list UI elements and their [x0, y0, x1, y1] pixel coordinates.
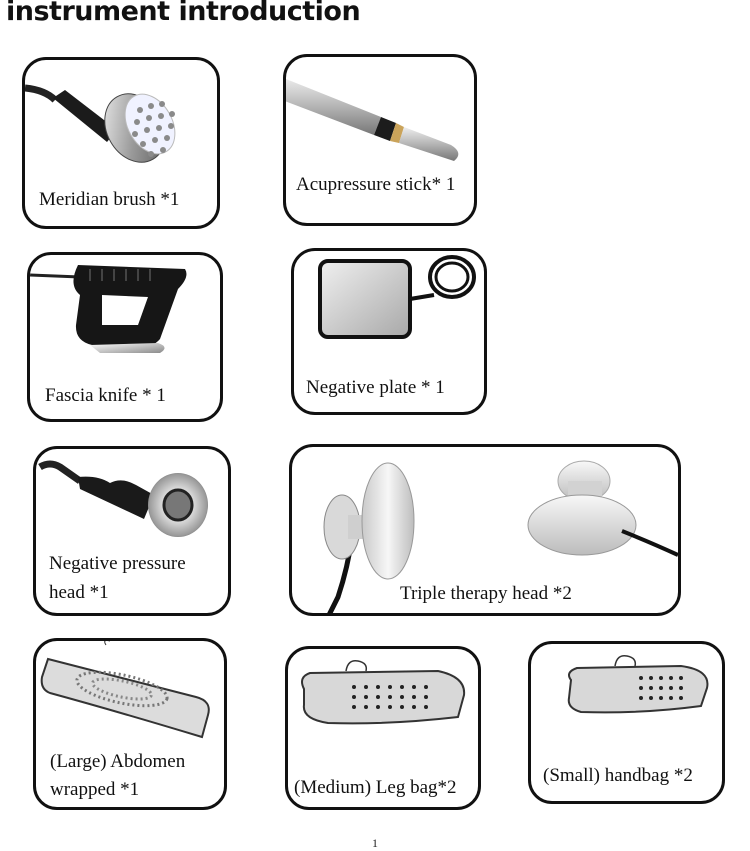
meridian-brush-icon: [25, 84, 176, 163]
page-number: 1: [372, 836, 378, 850]
handbag-icon: [567, 654, 709, 714]
item-label-line1: (Large) Abdomen: [50, 751, 186, 772]
item-card-negative-pressure-head: Negative pressure head *1: [33, 446, 231, 616]
item-card-handbag: (Small) handbag *2: [528, 641, 725, 804]
negative-pressure-head-icon: [38, 460, 208, 537]
item-label-line2: wrapped *1: [50, 779, 140, 800]
item-card-acupressure-stick: Acupressure stick* 1: [283, 54, 477, 226]
leg-bag-icon: [301, 659, 466, 725]
item-label: Fascia knife * 1: [45, 385, 166, 406]
triple-therapy-head-icon-right: [527, 460, 678, 557]
page-title: instrument introduction: [6, 0, 361, 27]
negative-plate-icon: [318, 255, 476, 339]
acupressure-stick-icon: [286, 79, 459, 161]
item-card-fascia-knife: Fascia knife * 1: [27, 252, 223, 422]
item-label: Acupressure stick* 1: [296, 174, 456, 195]
triple-therapy-head-icon-left: [323, 462, 415, 613]
item-label: Negative plate * 1: [306, 377, 445, 398]
item-card-negative-plate: Negative plate * 1: [291, 248, 487, 415]
item-label-line2: head *1: [49, 582, 109, 603]
item-label: Meridian brush *1: [39, 189, 180, 210]
item-card-meridian-brush: Meridian brush *1: [22, 57, 220, 229]
item-label: Triple therapy head *2: [400, 583, 572, 604]
item-label-line1: Negative pressure: [49, 553, 186, 574]
item-label: (Small) handbag *2: [543, 765, 693, 786]
abdomen-wrap-icon: [40, 641, 210, 739]
item-label: (Medium) Leg bag*2: [294, 777, 457, 798]
item-card-abdomen-wrap: (Large) Abdomen wrapped *1: [33, 638, 227, 810]
item-card-triple-therapy-head: Triple therapy head *2: [289, 444, 681, 616]
item-card-leg-bag: (Medium) Leg bag*2: [285, 646, 481, 810]
fascia-knife-icon: [30, 265, 187, 353]
